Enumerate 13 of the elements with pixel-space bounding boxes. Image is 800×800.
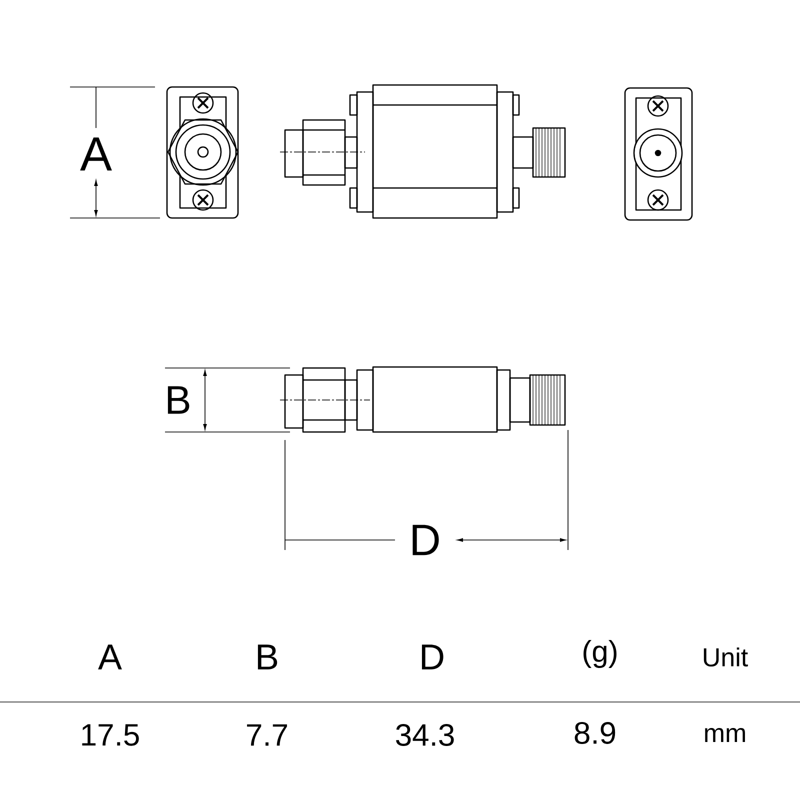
table-header: D: [422, 644, 444, 670]
dimension-label: D: [412, 524, 439, 556]
table-cell: 17.5: [82, 724, 139, 746]
table-header: Unit: [704, 647, 748, 667]
table-cell: mm: [705, 728, 745, 742]
table-cell: 34.3: [396, 724, 454, 746]
table-cell: 8.9: [574, 722, 616, 744]
table-header: (g): [584, 640, 616, 668]
dimension-label: B: [168, 386, 190, 414]
table-header: B: [258, 644, 278, 670]
table-cell: 7.7: [247, 724, 287, 746]
dimension-label: A: [80, 137, 112, 171]
table-header: A: [98, 644, 122, 670]
